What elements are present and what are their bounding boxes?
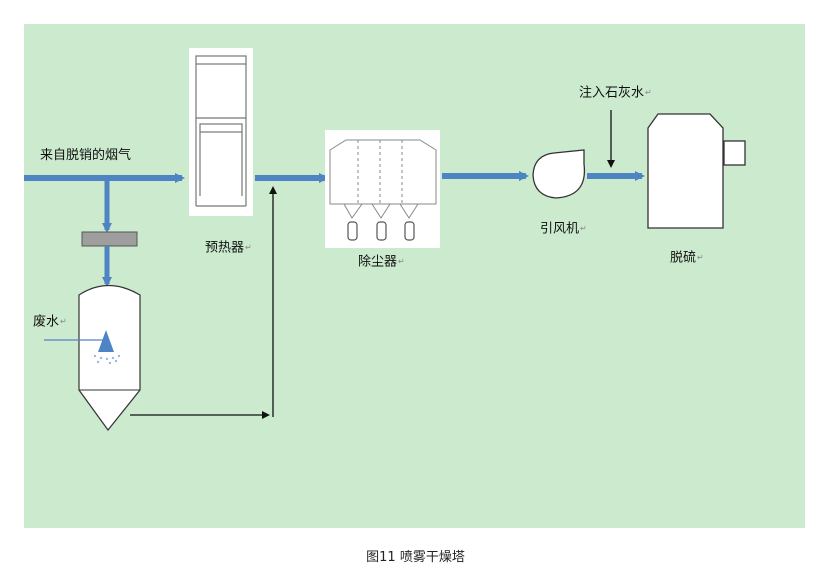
figure-caption: 图11 喷雾干燥塔: [366, 550, 465, 565]
flue-gas-label: 来自脱销的烟气: [40, 148, 131, 164]
return-mark: ↵: [580, 224, 587, 233]
return-mark: ↵: [398, 257, 405, 266]
desulfurization-label: 脱硫↵: [670, 250, 704, 267]
preheater-label: 预热器↵: [205, 240, 252, 257]
preheater-unit: [189, 48, 253, 216]
induced-fan-unit: [532, 149, 586, 199]
diagram-panel: [24, 24, 805, 528]
induced-fan-label: 引风机↵: [540, 221, 587, 238]
dust-collector-label: 除尘器↵: [358, 254, 405, 271]
return-mark: ↵: [645, 88, 652, 97]
lime-water-text: 注入石灰水: [579, 85, 645, 101]
waste-water-label: 废水↵: [33, 314, 67, 331]
return-mark: ↵: [245, 243, 252, 252]
dust-collector-text: 除尘器: [358, 254, 398, 270]
lime-water-label: 注入石灰水↵: [579, 85, 652, 102]
return-mark: ↵: [60, 317, 67, 326]
dust-collector-unit: [325, 130, 440, 248]
damper-box: [81, 231, 138, 247]
spray-nozzle-icon: [98, 330, 114, 352]
spray-tower: [78, 285, 141, 431]
return-mark: ↵: [697, 253, 704, 262]
preheater-text: 预热器: [205, 240, 245, 256]
waste-water-text: 废水: [33, 314, 60, 330]
spray-dots: [93, 354, 121, 365]
induced-fan-text: 引风机: [540, 221, 580, 237]
desulfurization-text: 脱硫: [670, 250, 697, 266]
flue-gas-text: 来自脱销的烟气: [40, 148, 132, 163]
desulfurization-unit: [647, 113, 746, 229]
